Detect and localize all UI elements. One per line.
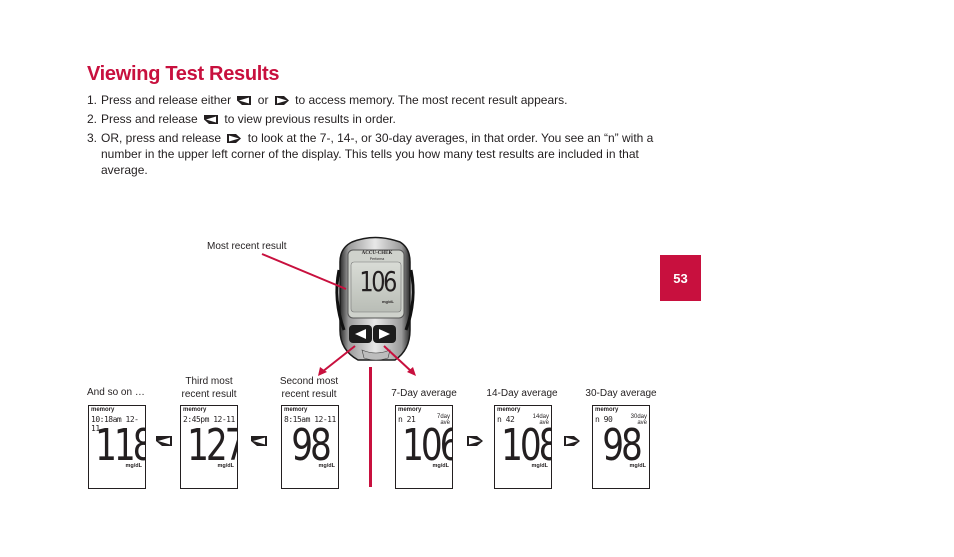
- left-button-icon: [156, 436, 172, 446]
- step-text: number in the upper left corner of the d…: [101, 147, 639, 161]
- left-button-icon: [237, 96, 252, 105]
- lcd-count: n 90: [595, 415, 613, 424]
- lcd-unit: mg/dL: [217, 463, 235, 469]
- lcd-time-date: 10:18am 12-11: [91, 415, 139, 433]
- memory-label: memory: [183, 407, 207, 413]
- lcd-unit: mg/dL: [432, 463, 450, 469]
- divider-line: [369, 367, 372, 487]
- caption-30-day-average: 30-Day average: [585, 388, 657, 399]
- step-1: 1.Press and release either or to access …: [87, 92, 567, 108]
- day-text: 30day: [630, 414, 647, 420]
- step-text: Press and release either: [101, 93, 232, 107]
- memory-label: memory: [284, 407, 308, 413]
- right-button-icon: [274, 96, 289, 105]
- step-text: OR, press and release: [101, 131, 222, 145]
- left-button-icon: [251, 436, 267, 446]
- step-2: 2.Press and release to view previous res…: [87, 111, 396, 127]
- ave-text: ave: [637, 420, 647, 426]
- meter-right-button: [373, 325, 396, 343]
- caption-14-day-average: 14-Day average: [486, 388, 558, 399]
- lcd-unit: mg/dL: [531, 463, 549, 469]
- page-number-tab: 53: [660, 255, 701, 301]
- step-text: to view previous results in order.: [224, 112, 396, 126]
- step-text: average.: [101, 163, 148, 177]
- day-text: 14day: [532, 414, 549, 420]
- caption-7-day-average: 7-Day average: [391, 388, 457, 399]
- step-text: Press and release: [101, 112, 198, 126]
- pointer-line: [383, 345, 413, 373]
- caption-most-recent: Most recent result: [207, 241, 287, 252]
- memory-label: memory: [91, 407, 115, 413]
- meter-left-button: [349, 325, 372, 343]
- caption-line: recent result: [281, 389, 337, 400]
- lcd-unit: mg/dL: [318, 463, 336, 469]
- left-button-icon: [204, 115, 219, 124]
- meter-brand: ACCU-CHEK: [361, 251, 393, 256]
- step-number: 2.: [87, 112, 98, 126]
- caption-line: Third most: [185, 376, 233, 387]
- lcd-time-date: 8:15am 12-11: [284, 415, 336, 424]
- memory-label: memory: [595, 407, 619, 413]
- lcd-unit: mg/dL: [629, 463, 647, 469]
- lcd-reading: 127: [187, 420, 238, 471]
- memory-label: memory: [497, 407, 521, 413]
- step-3: 3.OR, press and release to look at the 7…: [87, 130, 653, 178]
- day-text: 7day: [436, 414, 450, 420]
- lcd-display-third: memory 2:45pm 12-11 127 mg/dL: [180, 405, 238, 489]
- caption-line: Second most: [279, 376, 339, 387]
- step-number: 1.: [87, 93, 98, 107]
- meter-model: Performa: [369, 257, 385, 261]
- memory-label: memory: [398, 407, 422, 413]
- lcd-unit: mg/dL: [125, 463, 143, 469]
- right-button-icon: [564, 436, 580, 446]
- step-text: or: [257, 93, 269, 107]
- lcd-reading: 98: [602, 420, 643, 471]
- pointer-line: [261, 253, 347, 290]
- meter-unit: mg/dL: [382, 299, 394, 304]
- page-title: Viewing Test Results: [87, 63, 280, 85]
- caption-third-most-recent: Third most recent result: [172, 375, 246, 401]
- lcd-display-second: memory 8:15am 12-11 98 mg/dL: [281, 405, 339, 489]
- pointer-line: [321, 345, 356, 373]
- caption-line: recent result: [181, 389, 237, 400]
- caption-and-so-on: And so on …: [87, 387, 145, 398]
- step-text: to access memory. The most recent result…: [295, 93, 568, 107]
- lcd-reading: 118: [95, 420, 146, 471]
- caption-second-most-recent: Second most recent result: [272, 375, 346, 401]
- meter-reading: 106: [359, 265, 397, 298]
- lcd-time-date: 2:45pm 12-11: [183, 415, 235, 424]
- step-number: 3.: [87, 131, 98, 145]
- lcd-reading: 108: [501, 420, 552, 471]
- right-button-icon: [227, 134, 242, 143]
- lcd-reading: 98: [291, 420, 332, 471]
- right-button-icon: [467, 436, 483, 446]
- ave-text: ave: [440, 420, 450, 426]
- lcd-count: n 42: [497, 415, 515, 424]
- lcd-count: n 21: [398, 415, 416, 424]
- lcd-display-older: memory 10:18am 12-11 118 mg/dL: [88, 405, 146, 489]
- lcd-reading: 106: [402, 420, 453, 471]
- step-text: to look at the 7-, 14-, or 30-day averag…: [247, 131, 654, 145]
- ave-text: ave: [539, 420, 549, 426]
